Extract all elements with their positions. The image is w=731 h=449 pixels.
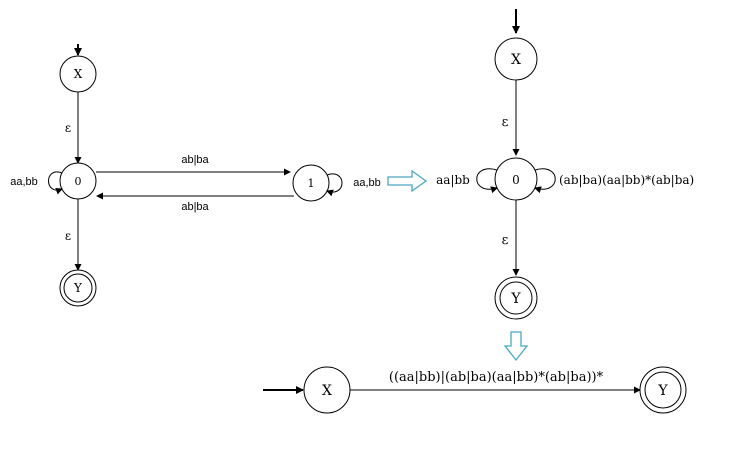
state-y-1-inner: [63, 273, 93, 303]
loop-right-2: [534, 168, 556, 194]
state-y-3-outer: [639, 366, 687, 414]
loop-1-1: [326, 173, 343, 197]
state-x-1-label: X: [74, 67, 83, 81]
edge-x-0-2-label: ε: [502, 115, 509, 130]
state-y-2-inner: [499, 281, 533, 315]
edge-1-0-label: ab|ba: [181, 201, 209, 213]
state-1-1: [292, 164, 330, 202]
edge-x-y-3-label: ((aa|bb)|(ab|ba)(aa|bb)*(ab|ba))*: [389, 370, 604, 385]
edge-x-0-1-label: ε: [65, 121, 71, 135]
state-x-2-label: X: [511, 52, 521, 68]
edge-0-1-label: ab|ba: [181, 154, 209, 166]
state-y-1-outer: [59, 269, 97, 307]
state-x-3-label: X: [322, 383, 332, 399]
state-0-1-label: 0: [75, 175, 82, 188]
loop-right-2-label: (ab|ba)(aa|bb)*(ab|ba): [559, 173, 694, 187]
state-y-2-outer: [494, 276, 538, 320]
state-y-1-label: Y: [73, 281, 83, 295]
transform-arrow-down: [503, 331, 529, 362]
state-y-3-inner: [644, 371, 682, 409]
loop-0-1-label: aa,bb: [10, 176, 38, 188]
state-y-2-label: Y: [510, 291, 521, 307]
state-0-2-label: 0: [512, 173, 520, 187]
transform-arrow-right: [387, 169, 428, 193]
edge-0-y-1-label: ε: [65, 229, 71, 243]
diagram-2: X ε 0 aa|bb (ab|ba)(aa|bb)*(ab|ba) ε Y: [436, 9, 694, 320]
diagram-1: X ε 0 aa,bb ab|ba ab|ba 1 aa,bb ε Y: [10, 44, 381, 307]
diagram-3: X ((aa|bb)|(ab|ba)(aa|bb)*(ab|ba))* Y: [263, 366, 687, 414]
state-1-1-label: 1: [308, 177, 315, 190]
loop-1-1-label: aa,bb: [353, 177, 381, 189]
loop-left-2-label: aa|bb: [436, 173, 470, 187]
loop-0-1: [48, 171, 63, 195]
edge-0-y-2-label: ε: [502, 233, 509, 248]
loop-left-2: [476, 168, 498, 194]
state-y-3-label: Y: [657, 383, 668, 399]
